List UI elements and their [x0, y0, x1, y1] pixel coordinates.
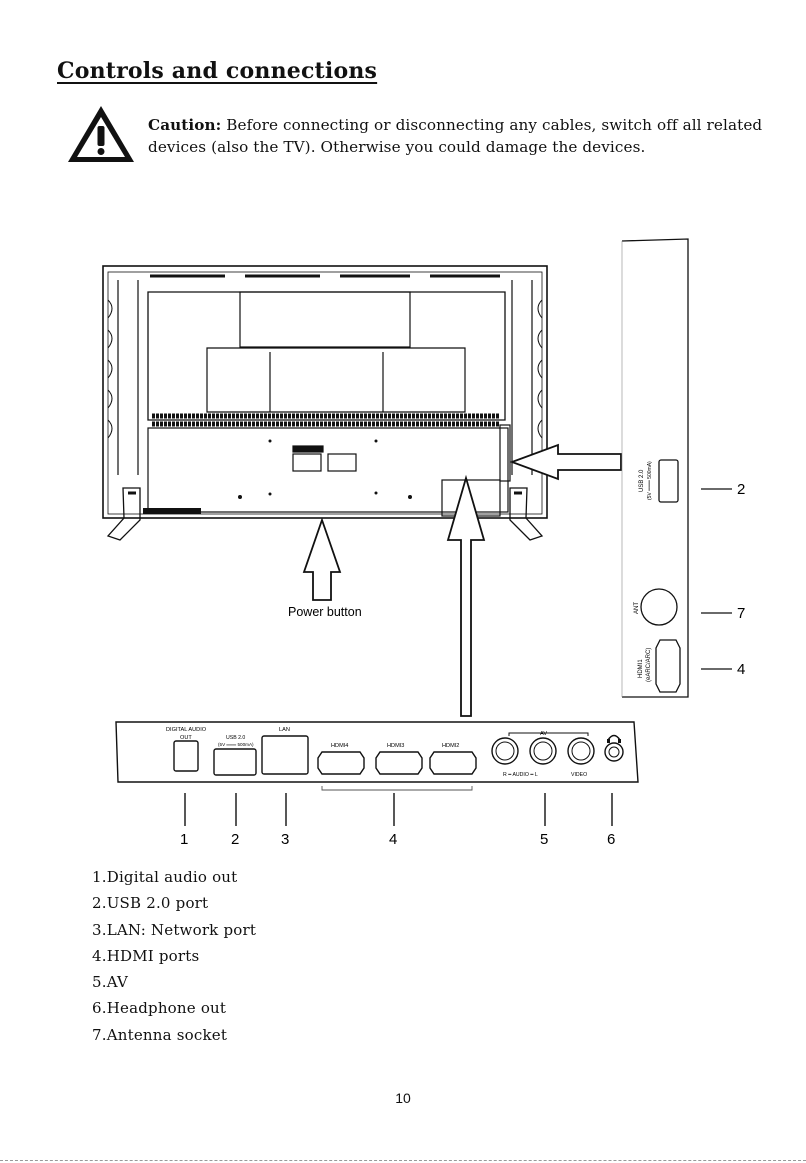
legend-item: 5.AV — [92, 973, 129, 992]
caution-label: Caution: — [148, 116, 222, 134]
connection-legend: 1.Digital audio out 2.USB 2.0 port 3.LAN… — [92, 864, 256, 1048]
side-hdmi-label: HDMI1 — [638, 659, 644, 678]
usb-port-label: USB 2.0 — [226, 735, 245, 741]
bottom-callout-1: 1 — [180, 831, 188, 848]
av-label: AV — [540, 731, 547, 737]
legend-item: 2.USB 2.0 port — [92, 894, 209, 913]
page-title: Controls and connections — [57, 58, 378, 84]
page-number: 10 — [395, 1090, 411, 1106]
bottom-callout-2: 2 — [231, 831, 239, 848]
legend-item: 6.Headphone out — [92, 999, 227, 1018]
side-usb-spec: (5V ═══ 500mA) — [647, 461, 653, 500]
legend-item: 4.HDMI ports — [92, 946, 200, 965]
audio-rl-label: R ━ AUDIO ━ L — [503, 772, 538, 778]
power-button-arrow — [302, 517, 342, 601]
digital-audio-out-label: OUT — [180, 735, 192, 741]
side-panel — [621, 238, 732, 698]
bottom-panel — [115, 721, 639, 826]
tv-back-view — [102, 265, 548, 541]
bottom-callout-3: 3 — [281, 831, 289, 848]
hdmi3-label: HDMI3 — [387, 743, 404, 749]
warning-triangle-icon — [68, 106, 134, 162]
hdmi4-label: HDMI4 — [331, 743, 348, 749]
lan-label: LAN — [279, 727, 290, 733]
hdmi2-label: HDMI2 — [442, 743, 459, 749]
side-callout-7: 7 — [737, 605, 745, 622]
side-ant-label: ANT — [634, 602, 640, 614]
side-usb-label: USB 2.0 — [639, 469, 645, 492]
bottom-callout-4: 4 — [389, 831, 397, 848]
arrow-to-side-panel — [509, 443, 622, 481]
side-hdmi-spec: (eARC/ARC) — [646, 648, 652, 682]
legend-item: 7.Antenna socket — [92, 1025, 228, 1044]
legend-item: 3.LAN: Network port — [92, 920, 257, 939]
usb-port-spec: (5V ═══ 500mA) — [218, 742, 254, 747]
caution-note: Caution: Before connecting or disconnect… — [148, 114, 768, 158]
arrow-to-bottom-panel — [446, 474, 486, 717]
side-callout-2: 2 — [737, 481, 745, 498]
video-label: VIDEO — [571, 772, 587, 778]
caution-text: Before connecting or disconnecting any c… — [148, 116, 763, 156]
legend-item: 1.Digital audio out — [92, 868, 238, 886]
bottom-callout-6: 6 — [607, 831, 615, 848]
digital-audio-label: DIGITAL AUDIO — [166, 727, 207, 733]
bottom-divider — [0, 1160, 806, 1161]
bottom-callout-5: 5 — [540, 831, 548, 848]
side-callout-4: 4 — [737, 661, 745, 678]
power-button-label: Power button — [288, 605, 362, 619]
